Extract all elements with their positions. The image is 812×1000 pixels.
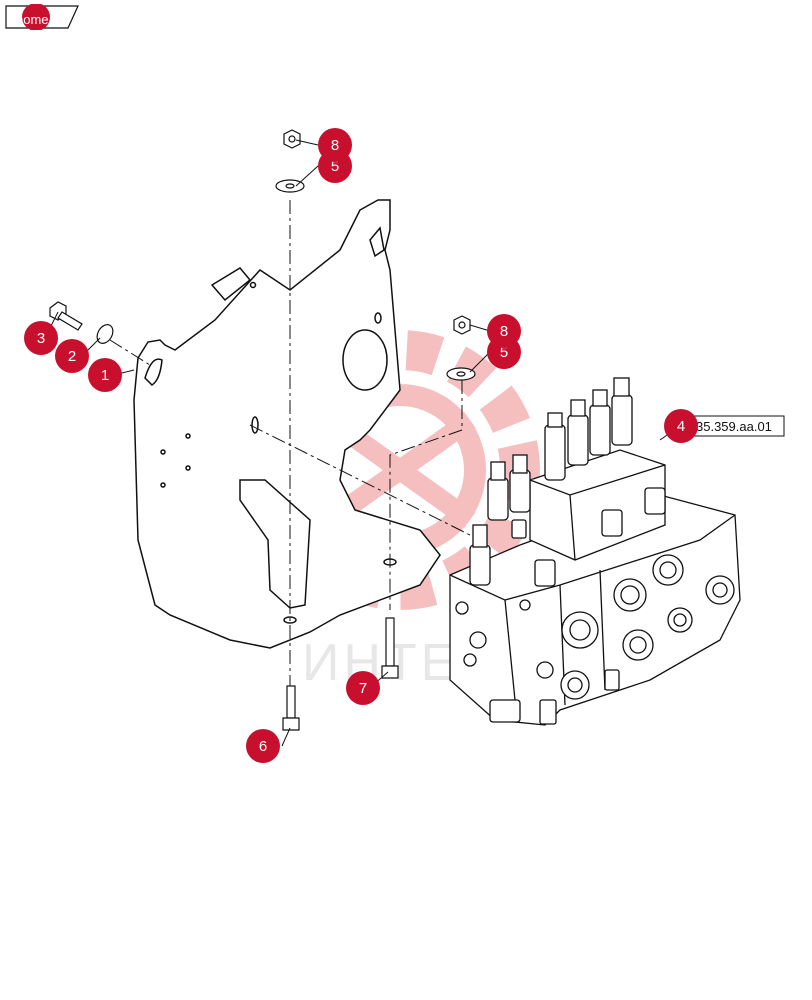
callout-number: 4 <box>677 418 685 435</box>
callout-7[interactable]: 7 <box>346 671 380 705</box>
callout-number: 8 <box>500 323 508 340</box>
solenoid-cartridges <box>469 377 666 587</box>
callout-number: 2 <box>68 348 76 365</box>
callout-number: 5 <box>500 344 508 361</box>
washer-top <box>275 179 305 193</box>
long-bolt-7 <box>381 617 399 679</box>
callout-bubble <box>246 729 280 763</box>
callout-2[interactable]: 2 <box>55 339 89 373</box>
callout-1[interactable]: 1 <box>88 358 122 392</box>
hex-nut-middle <box>453 315 471 335</box>
washer-left <box>96 324 114 344</box>
callout-number: 8 <box>331 137 339 154</box>
callout-number: 3 <box>37 330 45 347</box>
callout-bubble <box>55 339 89 373</box>
reference-box[interactable]: 35.359.aa.01 <box>691 415 785 437</box>
callout-number: 6 <box>259 738 267 755</box>
callout-bubble <box>346 671 380 705</box>
callout-number: 5 <box>331 158 339 175</box>
callout-4[interactable]: 4 <box>664 409 698 443</box>
callout-8[interactable]: 8 <box>487 314 521 348</box>
callout-bubble <box>664 409 698 443</box>
assembly-centerlines <box>109 200 481 690</box>
mounting-bracket <box>133 199 441 649</box>
callout-3[interactable]: 3 <box>24 321 58 355</box>
home-callout-dot <box>22 3 50 31</box>
bolt-6 <box>282 685 300 731</box>
callout-bubble <box>88 358 122 392</box>
reference-label: 35.359.aa.01 <box>696 419 772 434</box>
callout-group: 5 5 3 2 1 8 8 4 7 6 <box>24 128 698 763</box>
callout-8[interactable]: 8 <box>318 128 352 162</box>
callout-bubble <box>24 321 58 355</box>
callout-number: 7 <box>359 680 367 697</box>
callout-6[interactable]: 6 <box>246 729 280 763</box>
hex-nut-top <box>283 129 301 149</box>
bolt-left <box>49 301 83 331</box>
washer-middle <box>446 367 476 381</box>
callout-bubble <box>318 128 352 162</box>
callout-bubble <box>487 314 521 348</box>
callout-number: 1 <box>101 367 109 384</box>
